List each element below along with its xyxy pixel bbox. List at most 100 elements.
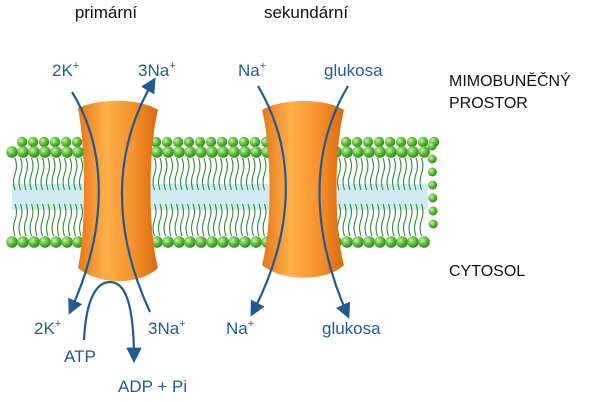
lipid-tail <box>157 157 163 191</box>
lipid-tail <box>51 157 56 191</box>
lipid-tail <box>67 157 73 191</box>
lipid-head <box>61 236 73 248</box>
label-glukosa-bottom: glukosa <box>322 319 381 338</box>
lipid-tail <box>73 203 78 237</box>
lipid-head <box>395 136 407 148</box>
label-cytosol: CYTOSOL <box>449 263 525 280</box>
lipid-tail <box>402 157 408 191</box>
label-glukosa-top: glukosa <box>324 61 383 80</box>
label-3na-bottom: 3Na+ <box>148 318 186 338</box>
lipid-tail <box>152 203 157 237</box>
lipid-head <box>428 180 438 190</box>
lipid-tail <box>78 203 84 237</box>
membrane-core <box>146 184 270 210</box>
lipid-tail <box>358 203 364 237</box>
label-extracellular-line1: MIMOBUNĚČNÝ <box>449 71 571 90</box>
lipid-tail <box>353 203 358 237</box>
lipid-tail <box>78 157 84 191</box>
lipid-head <box>407 146 419 158</box>
lipid-head <box>27 136 39 148</box>
lipid-head <box>227 136 239 148</box>
lipid-head <box>216 136 228 148</box>
lipid-tail <box>23 203 29 237</box>
lipid-tail <box>353 157 358 191</box>
label-2k-bottom: 2K+ <box>34 318 61 338</box>
lipid-head <box>385 146 397 158</box>
lipid-tail <box>18 203 23 237</box>
lipid-tail <box>397 203 402 237</box>
title-primary: primární <box>75 3 138 22</box>
label-na-bottom-charge: + <box>248 318 254 330</box>
label-extracellular-line2: PROSTOR <box>449 95 528 112</box>
lipid-tail <box>336 157 342 191</box>
lipid-head <box>6 146 18 158</box>
label-na-bottom-text: Na <box>226 319 248 338</box>
lipid-tail <box>201 157 207 191</box>
lipid-tail <box>40 203 45 237</box>
lipid-tail <box>262 203 267 237</box>
lipid-head <box>340 136 352 148</box>
lipid-head <box>217 146 229 158</box>
lipid-tail <box>397 157 402 191</box>
arrow-3na-out <box>120 77 156 313</box>
label-2k-top-text: 2K <box>52 61 73 80</box>
lipid-head <box>239 236 251 248</box>
lipid-tail <box>179 157 185 191</box>
lipid-head <box>250 236 262 248</box>
lipid-tail <box>369 203 375 237</box>
lipid-head <box>363 236 375 248</box>
lipid-tail <box>342 203 347 237</box>
label-2k-bottom-text: 2K <box>34 319 55 338</box>
lipid-head <box>162 146 174 158</box>
lipid-head <box>374 236 386 248</box>
lipid-head <box>374 146 386 158</box>
lipid-head <box>396 236 408 248</box>
lipid-head <box>228 146 240 158</box>
lipid-tail <box>190 203 196 237</box>
lipid-tail <box>223 157 229 191</box>
lipid-tail <box>29 203 34 237</box>
lipid-head <box>206 146 218 158</box>
lipid-tail <box>347 157 353 191</box>
lipid-head <box>173 146 185 158</box>
lipid-tail <box>207 157 212 191</box>
lipid-tail <box>358 157 364 191</box>
lipid-tail <box>163 203 168 237</box>
label-3na-bottom-charge: + <box>179 318 185 330</box>
lipid-head <box>195 146 207 158</box>
lipid-head <box>417 136 429 148</box>
lipid-tail <box>45 157 51 191</box>
primary-pump-protein <box>78 100 158 282</box>
label-3na-top: 3Na+ <box>138 60 176 80</box>
lipid-bilayer <box>6 136 440 248</box>
lipid-head <box>184 236 196 248</box>
lipid-head <box>172 136 184 148</box>
lipid-tail <box>375 203 380 237</box>
label-na-top-charge: + <box>260 60 266 72</box>
lipid-tail <box>168 157 174 191</box>
lipid-tail <box>45 203 51 237</box>
lipid-head <box>250 146 262 158</box>
lipid-head <box>173 236 185 248</box>
lipid-head <box>50 146 62 158</box>
lipid-head <box>38 136 50 148</box>
lipid-tail <box>218 157 223 191</box>
lipid-tail <box>413 157 419 191</box>
lipid-head <box>17 236 29 248</box>
lipid-tail <box>23 157 29 191</box>
lipid-tail <box>386 203 391 237</box>
lipid-tail <box>207 203 212 237</box>
label-na-top-text: Na <box>238 61 260 80</box>
lipid-head <box>39 236 51 248</box>
lipid-tail <box>408 203 413 237</box>
secondary-symporter-protein <box>262 101 344 278</box>
lipid-tail <box>212 203 218 237</box>
lipid-head <box>362 136 374 148</box>
lipid-tail <box>174 203 179 237</box>
lipid-head <box>50 236 62 248</box>
lipid-tail <box>51 203 56 237</box>
lipid-tail <box>185 203 190 237</box>
lipid-tail <box>62 157 67 191</box>
label-3na-top-charge: + <box>169 60 175 72</box>
